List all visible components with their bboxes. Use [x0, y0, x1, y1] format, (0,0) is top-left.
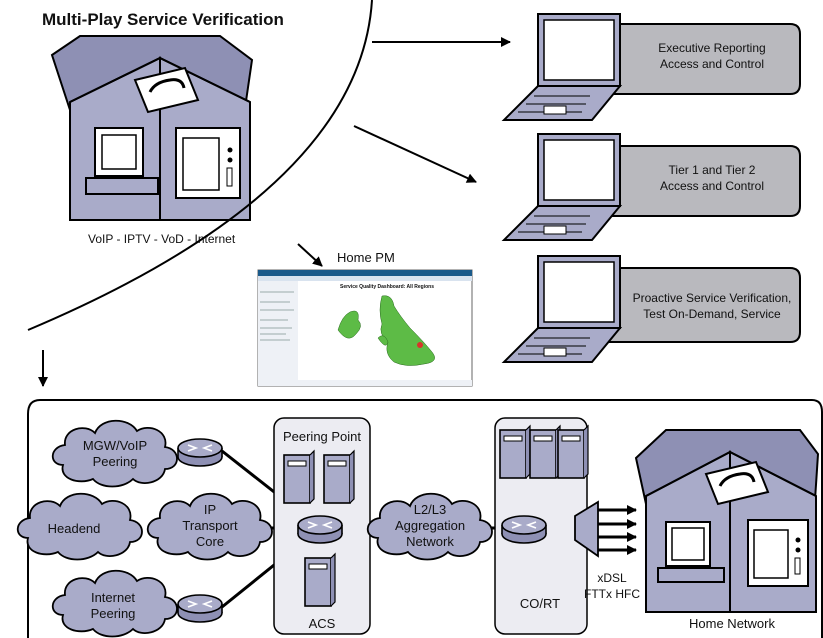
laptop-icon [503, 13, 621, 121]
laptop-icon [503, 133, 621, 241]
mgw-label-1: MGW/VoIP [83, 438, 147, 453]
services-label: VoIP - IPTV - VoD - Internet [88, 232, 236, 246]
router-icon [177, 438, 223, 467]
panel-tier: Tier 1 and Tier 2 Access and Control [503, 133, 801, 241]
panel-label-1: Executive Reporting [658, 41, 765, 55]
headend-label: Headend [48, 521, 101, 536]
router-icon [177, 594, 223, 623]
arrow-tier [353, 125, 477, 183]
home-network-label: Home Network [689, 616, 775, 631]
server-icon [499, 425, 531, 479]
acs-label: ACS [309, 616, 336, 631]
co-rt-label: CO/RT [520, 596, 560, 611]
home-pm-label: Home PM [337, 250, 395, 265]
mgw-label-2: Peering [93, 454, 138, 469]
aggregation-label-3: Network [406, 534, 454, 549]
panel-label-2: Access and Control [660, 57, 764, 71]
access-label-1: xDSL [597, 571, 627, 585]
panel-executive: Executive Reporting Access and Control [503, 13, 801, 121]
access-label-2: FTTx HFC [584, 587, 640, 601]
router-icon [297, 515, 343, 544]
splitter-icon [574, 500, 599, 558]
ip-label-3: Core [196, 534, 224, 549]
internet-label-1: Internet [91, 590, 135, 605]
panel-label-1: Proactive Service Verification, [633, 291, 792, 305]
server-icon [557, 425, 589, 479]
access-arrows [598, 505, 637, 555]
panel-label-1: Tier 1 and Tier 2 [669, 163, 756, 177]
aggregation-label-1: L2/L3 [414, 502, 447, 517]
home-network-house-icon [634, 429, 820, 613]
diagram-title: Multi-Play Service Verification [42, 10, 284, 29]
boundary-arc [27, 0, 373, 331]
panel-proactive: Proactive Service Verification, Test On-… [503, 255, 801, 363]
home-pm-screenshot: Service Quality Dashboard: All Regions [257, 269, 473, 387]
acs-server-icon [304, 553, 336, 607]
router-icon [501, 515, 547, 544]
home-pm-screenshot-title: Service Quality Dashboard: All Regions [340, 284, 434, 290]
laptop-icon [503, 255, 621, 363]
peering-point-label: Peering Point [283, 429, 361, 444]
ip-label-2: Transport [182, 518, 238, 533]
panel-label-2: Test On-Demand, Service [643, 307, 781, 321]
server-icon [323, 450, 355, 504]
aggregation-label-2: Aggregation [395, 518, 465, 533]
server-icon [529, 425, 561, 479]
network-container [27, 399, 823, 638]
ip-label-1: IP [204, 502, 216, 517]
internet-label-2: Peering [91, 606, 136, 621]
server-icon [283, 450, 315, 504]
panel-label-2: Access and Control [660, 179, 764, 193]
home-house-icon [50, 35, 254, 221]
arrow-home-pm [297, 243, 323, 267]
